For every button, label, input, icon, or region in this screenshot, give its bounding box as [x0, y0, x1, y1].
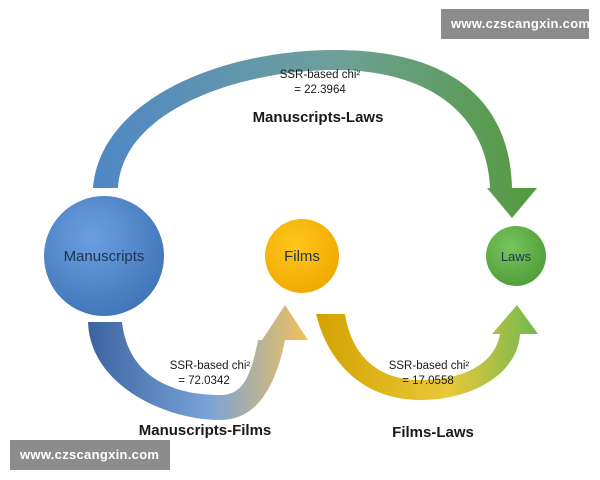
node-laws: Laws: [486, 226, 546, 286]
edge-films-laws-arrow: [316, 305, 538, 400]
edge-manuscripts-laws-stat-line1: SSR-based chi²: [280, 69, 361, 81]
edge-films-laws-title: Films-Laws: [392, 424, 474, 441]
watermark-bottom-left: www.czscangxin.com: [10, 440, 170, 470]
node-manuscripts: Manuscripts: [44, 196, 164, 316]
edge-manuscripts-films-stat-line2: = 72.0342: [178, 375, 229, 387]
node-films-label: Films: [284, 248, 320, 265]
edge-manuscripts-films-title: Manuscripts-Films: [139, 422, 272, 439]
node-manuscripts-label: Manuscripts: [64, 248, 145, 265]
edge-films-laws-stat-line2: = 17.0558: [402, 375, 453, 387]
edge-manuscripts-films-arrow: [88, 305, 308, 420]
node-laws-label: Laws: [501, 249, 532, 264]
edge-manuscripts-films-stat-line1: SSR-based chi²: [170, 360, 251, 372]
watermark-top-right: www.czscangxin.com: [441, 9, 590, 39]
node-films: Films: [265, 219, 339, 293]
edge-manuscripts-laws-arrow: [93, 50, 537, 218]
edge-manuscripts-laws-stat-line2: = 22.3964: [294, 84, 346, 96]
edge-manuscripts-laws-title: Manuscripts-Laws: [253, 109, 384, 126]
edge-films-laws-stat-line1: SSR-based chi²: [389, 360, 470, 372]
